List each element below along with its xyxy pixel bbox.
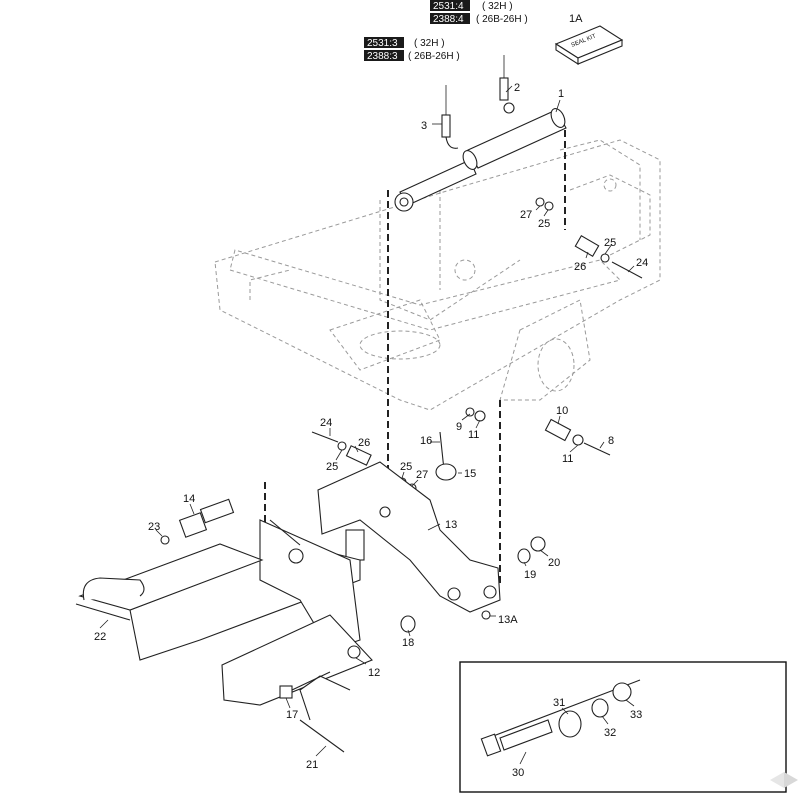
- ref-code: 2388:4: [433, 14, 464, 25]
- callout-24: 24: [636, 257, 648, 269]
- ref-code: 2531:4: [433, 1, 464, 12]
- reference-tag-mid: 2531:3 ( 32H ) 2388:3 ( 26B-26H ): [364, 37, 460, 62]
- callout-19: 19: [524, 569, 536, 581]
- callout-14: 14: [183, 493, 195, 505]
- callout-12: 12: [368, 667, 380, 679]
- hose-fitting-3: [441, 85, 459, 149]
- callout-16: 16: [420, 435, 432, 447]
- front-hitch-12: [78, 519, 373, 706]
- callout-1: 1: [558, 88, 564, 100]
- bolt-23: [160, 535, 170, 545]
- ref-model: ( 26B-26H ): [476, 14, 528, 25]
- hose-fitting-2: [499, 55, 515, 114]
- ref-code: 2531:3: [367, 38, 398, 49]
- hardware-center: [465, 407, 611, 456]
- mount-bracket-13: [317, 461, 501, 613]
- callout-27: 27: [520, 209, 532, 221]
- callout-26: 26: [574, 261, 586, 273]
- callout-11: 11: [468, 429, 479, 441]
- callout-25: 25: [538, 218, 550, 230]
- callout-27: 27: [416, 469, 428, 481]
- callout-25: 25: [326, 461, 338, 473]
- pin-21: [299, 675, 351, 753]
- callout-10: 10: [556, 405, 568, 417]
- callout-33: 33: [630, 709, 642, 721]
- hardware-right-upper: [535, 197, 643, 279]
- callout-32: 32: [604, 727, 616, 739]
- callout-13: 13: [445, 519, 457, 531]
- callout-30: 30: [512, 767, 524, 779]
- tractor-frame-ghost: [214, 139, 661, 411]
- leader-lines: [99, 85, 635, 765]
- callout-20: 20: [548, 557, 560, 569]
- callout-1A: 1A: [569, 13, 583, 25]
- callout-23: 23: [148, 521, 160, 533]
- callout-21: 21: [306, 759, 318, 771]
- bushing-18: [400, 615, 416, 633]
- callout-15: 15: [464, 468, 476, 480]
- spring-14: [178, 498, 235, 538]
- callout-31: 31: [553, 697, 565, 709]
- callout-24: 24: [320, 417, 332, 429]
- detail-inset: [459, 661, 787, 793]
- callout-13A: 13A: [498, 614, 518, 626]
- callout-26: 26: [358, 437, 370, 449]
- hardware-19-20: [481, 536, 546, 620]
- callout-3: 3: [421, 120, 427, 132]
- ref-model: ( 32H ): [482, 1, 513, 12]
- seal-kit-box: SEAL KIT: [554, 25, 624, 66]
- callout-25: 25: [400, 461, 412, 473]
- ref-code: 2388:3: [367, 51, 398, 62]
- watermark-logo: [770, 772, 798, 788]
- ref-model: ( 26B-26H ): [408, 51, 460, 62]
- callout-9: 9: [456, 421, 462, 433]
- callout-25: 25: [604, 237, 616, 249]
- callout-11: 11: [562, 453, 573, 465]
- ref-model: ( 32H ): [414, 38, 445, 49]
- pin-16: [439, 431, 445, 471]
- callout-22: 22: [94, 631, 106, 643]
- callout-2: 2: [514, 82, 520, 94]
- callout-17: 17: [286, 709, 298, 721]
- callouts: 1 2 3 27 25 26 25 24 9 11 10 8 11 16 15 …: [94, 82, 648, 779]
- reference-tag-top: 2531:4 ( 32H ) 2388:4 ( 26B-26H ): [430, 0, 528, 25]
- callout-18: 18: [402, 637, 414, 649]
- bolt-17: [279, 671, 331, 699]
- hydraulic-cylinder: [394, 108, 567, 212]
- handle-22: [75, 577, 145, 621]
- knob-15: [435, 463, 457, 481]
- callout-8: 8: [608, 435, 614, 447]
